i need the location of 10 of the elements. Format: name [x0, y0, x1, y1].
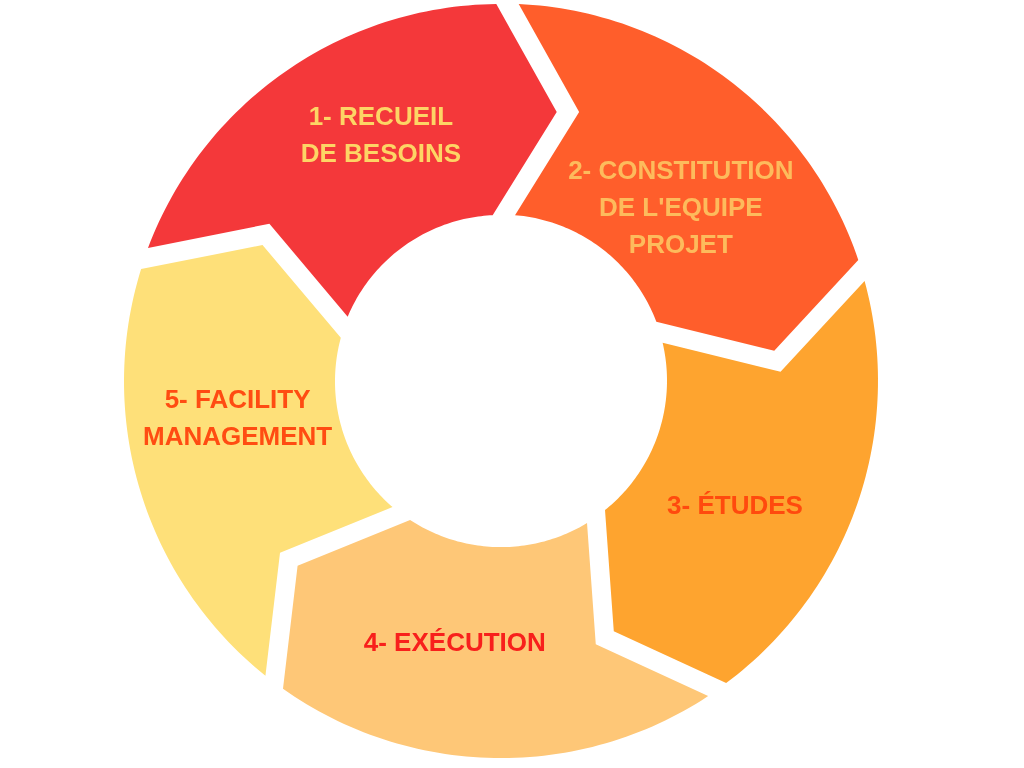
step-label: 4- EXÉCUTION [362, 626, 547, 660]
step-label: 1- RECUEIL DE BESOINS [299, 99, 463, 170]
step-label: 5- FACILITY MANAGEMENT [141, 383, 334, 453]
step-label: 2- CONSTITUTION DE L'EQUIPE PROJET [567, 153, 795, 261]
cycle-segment [283, 519, 709, 758]
cycle-segment [148, 4, 557, 317]
cycle-segment [124, 244, 393, 676]
cycle-segment [605, 281, 878, 684]
step-label: 3- ÉTUDES [666, 488, 804, 522]
cycle-segment [514, 4, 859, 352]
